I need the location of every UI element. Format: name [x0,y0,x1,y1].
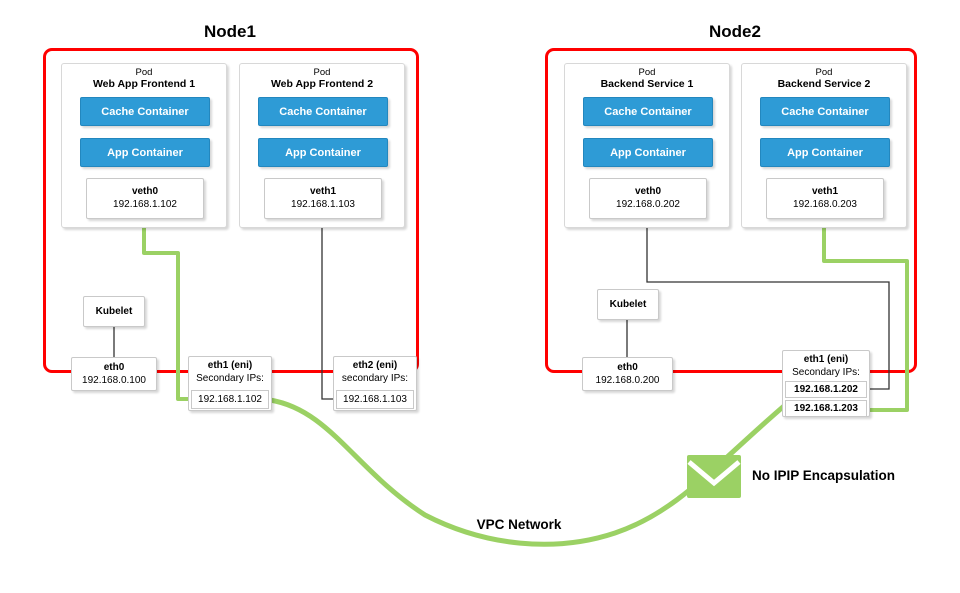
app-container: App Container [583,138,713,167]
veth-name: veth1 [309,186,337,197]
cache-container: Cache Container [80,97,210,126]
veth-ip: 192.168.0.203 [793,199,857,210]
pod-kind-label: Pod [815,67,833,78]
veth-box: veth0 192.168.0.202 [589,178,707,219]
eni-secondary-label: Secondary IPs: [196,373,264,384]
veth-name: veth0 [634,186,662,197]
veth-ip: 192.168.1.103 [291,199,355,210]
secondary-ip-box: 192.168.1.102 [191,390,269,409]
eth0-name: eth0 [103,362,125,373]
eni1-box-node2: eth1 (eni) Secondary IPs: 192.168.1.202 … [782,350,870,417]
veth-ip: 192.168.0.202 [616,199,680,210]
eth0-ip: 192.168.0.200 [595,375,660,386]
eni-secondary-label: Secondary IPs: [792,367,860,378]
cache-container: Cache Container [760,97,890,126]
pod-name-label: Web App Frontend 2 [270,78,374,90]
eth0-box-node1: eth0 192.168.0.100 [71,357,157,391]
veth-box: veth1 192.168.0.203 [766,178,884,219]
cache-container: Cache Container [583,97,713,126]
pod-name-label: Backend Service 2 [777,78,871,90]
pod-web-app-frontend-1: Pod Web App Frontend 1 Cache Container A… [61,63,227,228]
app-container: App Container [258,138,388,167]
veth-ip: 192.168.1.102 [113,199,177,210]
node1-title: Node1 [204,22,256,41]
envelope-icon [687,455,741,498]
eth0-name: eth0 [617,362,638,373]
kubelet-box-node2: Kubelet [597,289,659,320]
connector-veth0-to-eni1-node2 [646,218,890,390]
node2-boundary [545,48,917,373]
pod-kind-label: Pod [135,67,153,78]
eth0-box-node2: eth0 192.168.0.200 [582,357,673,391]
cache-container: Cache Container [258,97,388,126]
veth-name: veth1 [811,186,839,197]
vpc-network-label: VPC Network [476,517,562,532]
pod-kind-label: Pod [313,67,331,78]
secondary-ip-box: 192.168.1.203 [785,400,867,417]
pod-kind-label: Pod [638,67,656,78]
eni1-box-node1: eth1 (eni) Secondary IPs: 192.168.1.102 [188,356,272,411]
no-ipip-encapsulation-label: No IPIP Encapsulation [752,468,896,483]
pod-web-app-frontend-2: Pod Web App Frontend 2 Cache Container A… [239,63,405,228]
eth0-ip: 192.168.0.100 [82,375,146,386]
secondary-ip-box: 192.168.1.103 [336,390,414,409]
pod-backend-service-1: Pod Backend Service 1 Cache Container Ap… [564,63,730,228]
eni-secondary-label: secondary IPs: [341,373,409,384]
connector-veth1-to-eni2-node1 [321,218,335,400]
secondary-ip-box: 192.168.1.202 [785,381,867,398]
veth-box: veth1 192.168.1.103 [264,178,382,219]
connector-veth0-to-eni1-node1 [142,216,193,401]
pod-backend-service-2: Pod Backend Service 2 Cache Container Ap… [741,63,907,228]
eni-name: eth1 (eni) [207,360,253,371]
kubelet-box-node1: Kubelet [83,296,145,327]
eni2-box-node1: eth2 (eni) secondary IPs: 192.168.1.103 [333,356,417,411]
veth-name: veth0 [131,186,159,197]
app-container: App Container [760,138,890,167]
node2-title: Node2 [709,22,761,41]
app-container: App Container [80,138,210,167]
pod-name-label: Web App Frontend 1 [92,78,196,90]
veth-box: veth0 192.168.1.102 [86,178,204,219]
eni-name: eth2 (eni) [352,360,398,371]
eni-name: eth1 (eni) [803,354,849,365]
pod-name-label: Backend Service 1 [600,78,694,90]
connector-veth1-to-eni1-node2 [822,216,909,412]
